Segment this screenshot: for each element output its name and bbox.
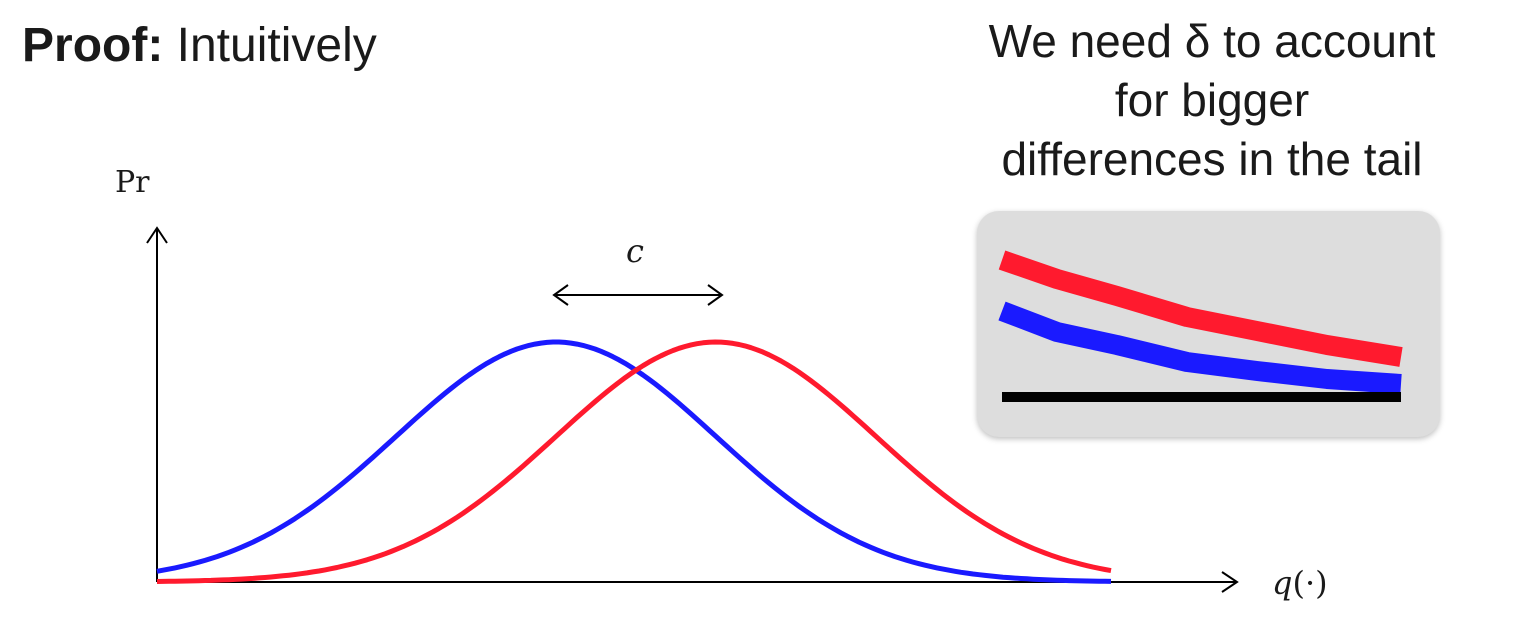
red-distribution-curve: [156, 339, 1112, 584]
callout-line-3: differences in the tail: [1001, 133, 1423, 185]
heading-rest: Intuitively: [163, 19, 377, 72]
shift-label: c: [626, 232, 644, 270]
x-axis-arrowhead: [1221, 571, 1239, 593]
shift-arrow-left-head: [552, 284, 569, 306]
tail-zoom-inset: [977, 211, 1440, 437]
slide-heading: Proof: Intuitively: [22, 14, 377, 78]
y-axis-arrowhead: [146, 226, 168, 244]
x-axis-label-arg: (·): [1292, 564, 1327, 602]
callout-line-2: for bigger: [1114, 74, 1310, 126]
blue-distribution-curve: [156, 339, 1112, 584]
callout-line-1: We need δ to account: [988, 15, 1436, 67]
inset-blue-tail-band: [998, 301, 1402, 394]
inset-red-tail-band: [998, 250, 1403, 367]
x-axis-label: q(·): [1272, 564, 1328, 602]
tail-callout: We need δ to account for bigger differen…: [910, 12, 1514, 189]
shift-arrow-right-head: [707, 284, 724, 306]
heading-bold: Proof:: [22, 19, 164, 72]
y-axis-label: Pr: [115, 165, 150, 200]
x-axis-label-main: q: [1272, 564, 1292, 602]
